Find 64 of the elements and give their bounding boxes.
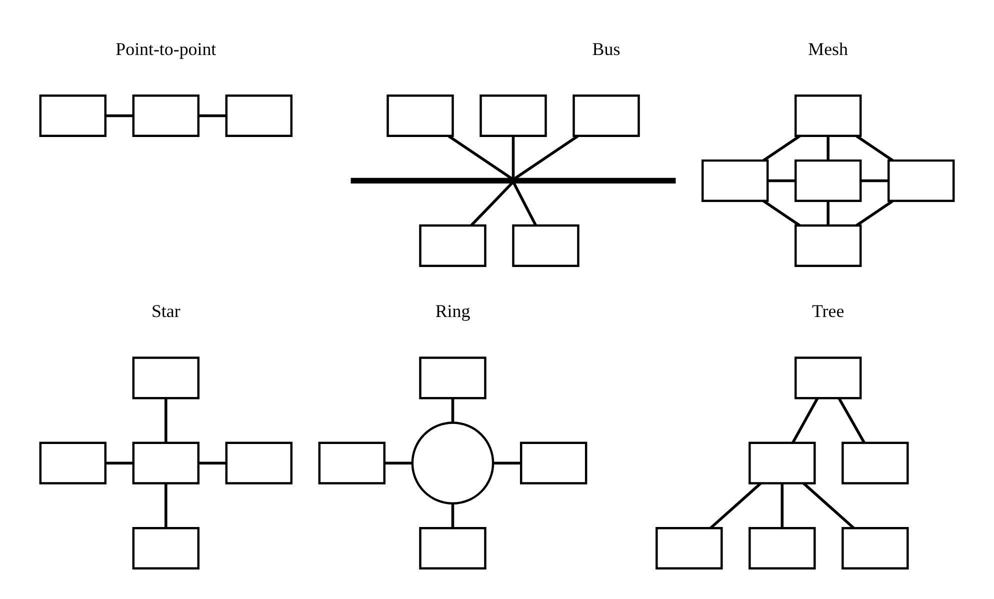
node-box (132, 356, 200, 400)
connector (448, 134, 514, 180)
connector (106, 462, 134, 464)
connector (826, 201, 830, 226)
node-box (39, 442, 107, 484)
connector (164, 483, 168, 528)
connector (768, 179, 796, 182)
node-box (794, 159, 862, 202)
node-box (480, 94, 547, 138)
connector (838, 398, 866, 444)
connector (826, 136, 830, 161)
connector (860, 179, 889, 182)
label: Bus (592, 39, 620, 60)
connector (780, 483, 784, 528)
connector (164, 398, 168, 443)
node-box (748, 526, 816, 570)
node-box (887, 159, 955, 202)
connector (106, 114, 134, 118)
label: Mesh (808, 39, 848, 60)
connector (198, 462, 226, 464)
connector (762, 134, 800, 162)
node-box (572, 94, 640, 138)
connector (451, 504, 454, 528)
connector (792, 398, 819, 444)
node-box (794, 94, 862, 138)
connector (384, 462, 412, 464)
connector (451, 398, 454, 423)
node-box (225, 94, 293, 138)
connector (512, 136, 515, 179)
node-box (39, 94, 107, 138)
connector (802, 482, 855, 530)
node-box (386, 94, 454, 138)
node-box (701, 159, 769, 202)
connector (762, 200, 801, 227)
connector (856, 200, 894, 227)
node-bar (350, 178, 676, 184)
label: Point-to-point (116, 39, 216, 60)
node-box (842, 526, 909, 570)
node-box (318, 442, 386, 484)
node-box (419, 356, 486, 400)
label: Ring (435, 301, 470, 322)
node-box (794, 224, 862, 267)
node-box (842, 442, 909, 484)
node-box (419, 526, 486, 570)
node-box (225, 442, 293, 484)
connector (513, 134, 579, 180)
connector (856, 134, 894, 162)
label: Star (151, 301, 180, 322)
node-box (419, 224, 486, 267)
node-box (132, 94, 200, 138)
node-box (520, 442, 588, 484)
node-box (132, 526, 200, 570)
connector (470, 182, 514, 226)
connector (710, 482, 762, 530)
node-box (794, 356, 862, 400)
node-box (512, 224, 580, 267)
node-box (132, 442, 200, 484)
node-box (656, 526, 723, 570)
node-box (748, 442, 816, 484)
node-circle (411, 422, 494, 505)
connector (198, 114, 226, 118)
label: Tree (812, 301, 844, 322)
connector (493, 462, 521, 464)
connector (512, 182, 538, 226)
